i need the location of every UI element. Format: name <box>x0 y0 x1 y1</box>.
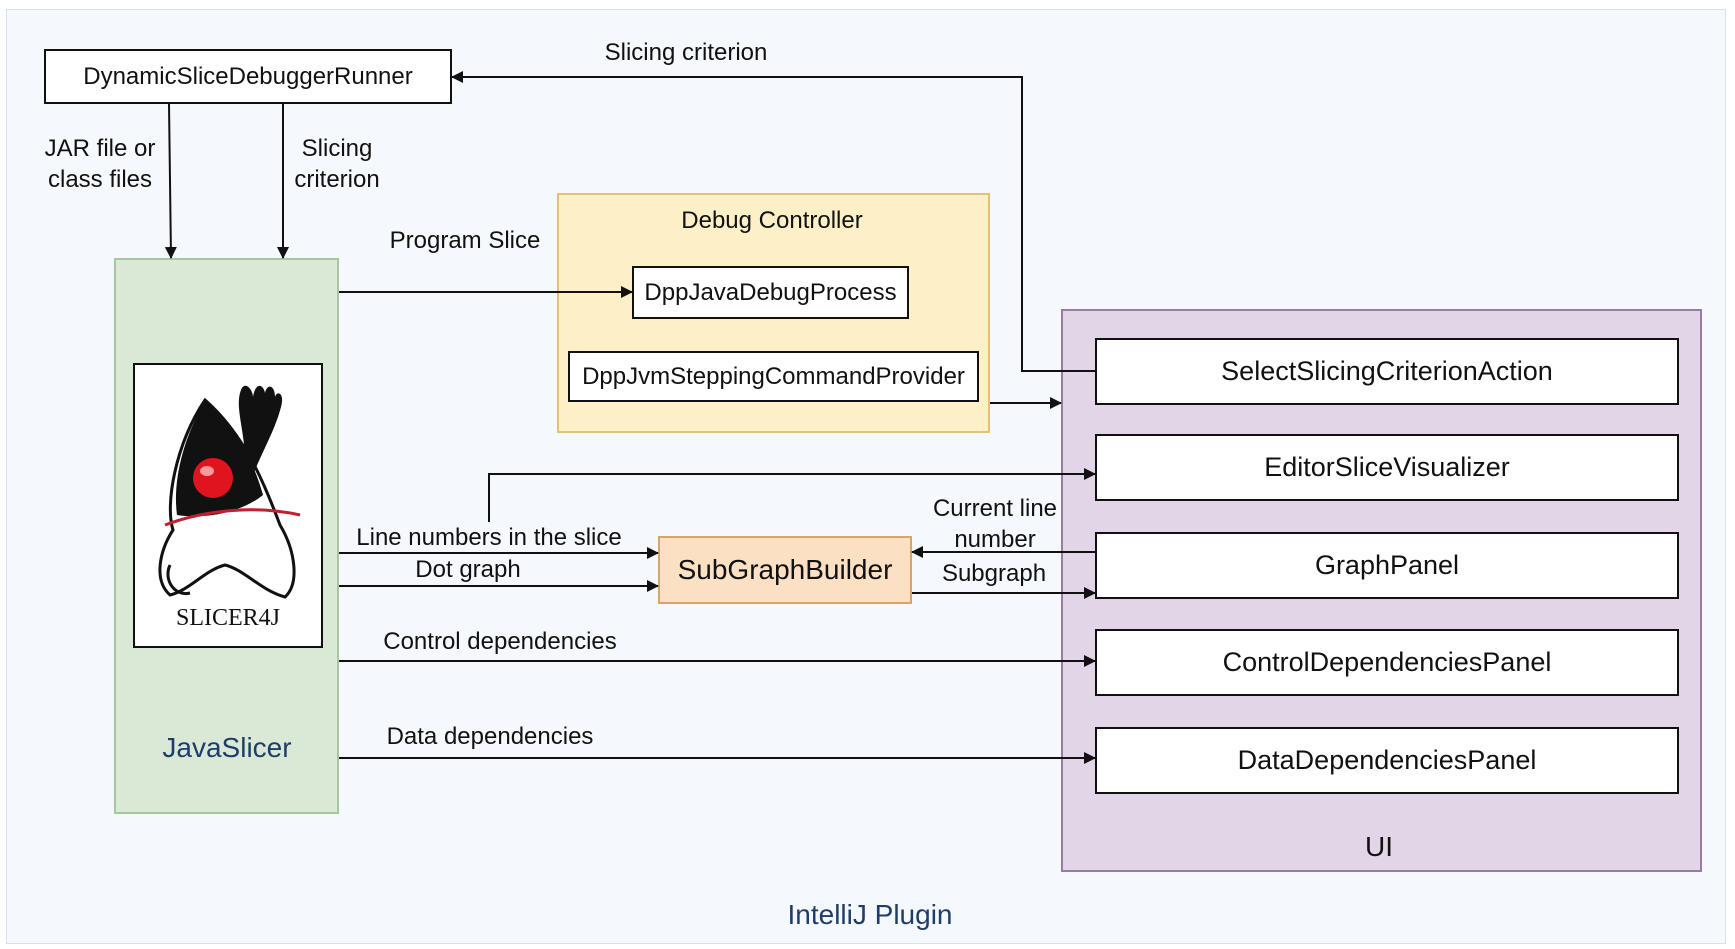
control-panel-label: ControlDependenciesPanel <box>1222 647 1552 677</box>
subgraph-builder-label: SubGraphBuilder <box>677 554 893 585</box>
edge-label-current-line-2: number <box>954 526 1036 553</box>
edge-label-control-dependencies: Control dependencies <box>383 628 617 655</box>
select-action-node: SelectSlicingCriterionAction <box>1095 338 1679 405</box>
select-action-label: SelectSlicingCriterionAction <box>1221 356 1553 386</box>
graph-panel-node: GraphPanel <box>1095 532 1679 599</box>
edge-slicing-criterion-top <box>451 71 1095 372</box>
duke-mascot-icon <box>158 385 301 599</box>
edge-label-current-line-1: Current line <box>932 495 1058 522</box>
data-panel-label: DataDependenciesPanel <box>1237 745 1537 775</box>
edge-label-slicing-line2: criterion <box>294 166 380 193</box>
edge-label-dot-graph: Dot graph <box>415 556 521 583</box>
edge-jar-files <box>164 103 177 259</box>
debug-process-label: DppJavaDebugProcess <box>644 278 897 306</box>
slicer4j-logo: SLICER4J <box>133 363 323 648</box>
edge-label-program-slice: Program Slice <box>389 227 541 254</box>
control-panel-node: ControlDependenciesPanel <box>1095 629 1679 696</box>
editor-visualizer-label: EditorSliceVisualizer <box>1264 452 1510 482</box>
runner-label: DynamicSliceDebuggerRunner <box>83 62 413 90</box>
stepping-provider-node: DppJvmSteppingCommandProvider <box>568 351 979 402</box>
runner-node: DynamicSliceDebuggerRunner <box>44 49 452 104</box>
edge-label-slicing-line1: Slicing <box>301 135 373 162</box>
editor-visualizer-node: EditorSliceVisualizer <box>1095 434 1679 501</box>
plugin-label: IntelliJ Plugin <box>787 899 953 930</box>
slicer4j-logo-text: SLICER4J <box>175 605 281 631</box>
debug-controller-label: Debug Controller <box>681 207 863 234</box>
edge-label-subgraph: Subgraph <box>941 560 1047 587</box>
subgraph-builder-node: SubGraphBuilder <box>658 536 912 604</box>
graph-panel-label: GraphPanel <box>1314 550 1460 580</box>
data-panel-node: DataDependenciesPanel <box>1095 727 1679 794</box>
edge-label-data-dependencies: Data dependencies <box>386 723 594 750</box>
stepping-provider-label: DppJvmSteppingCommandProvider <box>582 362 965 390</box>
edge-label-jar-line2: class files <box>47 166 153 193</box>
debug-process-node: DppJavaDebugProcess <box>632 266 909 319</box>
javaslicer-label: JavaSlicer <box>162 732 292 763</box>
edge-label-jar-line1: JAR file or <box>44 135 156 162</box>
edge-label-slicing-criterion-top: Slicing criterion <box>604 39 768 66</box>
edge-to-editor-visualizer <box>488 468 1096 522</box>
edge-label-line-numbers: Line numbers in the slice <box>356 524 622 551</box>
ui-label: UI <box>1365 831 1393 862</box>
